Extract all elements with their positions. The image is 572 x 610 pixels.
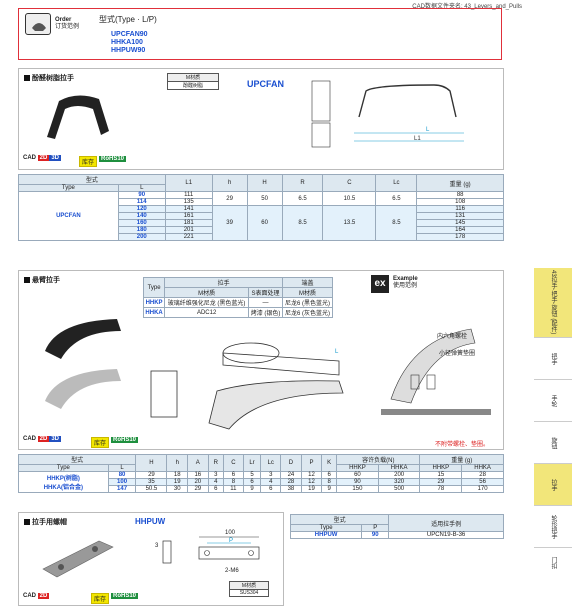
dim-3: 3 <box>155 543 159 549</box>
upcfan-material-box: M材质酚醛树脂 <box>167 73 219 90</box>
hhpuw-rohs-badge: RoHS10 <box>111 593 139 599</box>
sidebar-item-knob[interactable]: 旋钮 <box>534 422 572 464</box>
hhk-type-cell: HHKP(树脂)HHKA(铝合金) <box>18 471 109 493</box>
hhk-drawing: L <box>150 342 344 430</box>
example-icon: ex <box>371 275 389 293</box>
upcfan-drawing: L L1 <box>311 80 464 148</box>
hhk-rohs-badge: RoHS10 <box>111 437 139 443</box>
order-type-label: 型式(Type · L/P) <box>99 15 157 24</box>
dim-m6: 2-M6 <box>225 568 239 574</box>
svg-text:L1: L1 <box>414 136 421 142</box>
sidebar-item-crank[interactable]: 轮形把手 <box>534 506 572 548</box>
hhk-title: 悬臂拉手 <box>24 275 60 285</box>
hhpuw-photo <box>42 540 114 578</box>
hhpuw-cad-badge: CAD 2D <box>23 593 50 599</box>
hhk-photo <box>45 319 121 409</box>
phone-icon <box>25 13 51 35</box>
upcfan-title: 酚醛树脂拉手 <box>24 73 74 83</box>
hhpuw-drawing <box>162 536 260 564</box>
bolt-annotation: 内六角螺栓 <box>437 334 468 340</box>
hhpuw-title: 拉手用螺帽 <box>24 517 67 527</box>
svg-text:L: L <box>335 349 339 355</box>
upcfan-stock-badge: 库存 <box>79 156 98 167</box>
sidebar-item-handwheel[interactable]: 手轮 <box>534 380 572 422</box>
hhk-stock-badge: 库存 <box>91 437 110 448</box>
upcfan-photo <box>47 95 109 139</box>
washer-annotation: 小径弹簧垫圈 <box>439 351 476 357</box>
hhpuw-code: HHPUW <box>135 517 166 526</box>
sidebar-item-latch[interactable]: 门扣 <box>550 557 556 569</box>
upcfan-code: UPCFAN <box>247 79 285 89</box>
sidebar: 43拉手·把手·旋钮 (配件) 把手 手轮 旋钮 拉手 轮形把手 门扣 <box>534 268 572 578</box>
hhpuw-stock-badge: 库存 <box>91 593 110 604</box>
sidebar-item-category[interactable]: 43拉手·把手·旋钮 (配件) <box>534 268 572 338</box>
example-drawing <box>381 328 491 415</box>
upcfan-rohs-badge: RoHS10 <box>99 156 127 162</box>
dim-p: P <box>229 538 234 544</box>
sidebar-item-grip[interactable]: 把手 <box>534 338 572 380</box>
svg-text:L: L <box>426 127 430 133</box>
upcfan-type-cell: UPCFAN <box>18 191 119 241</box>
dim-100: 100 <box>225 530 236 536</box>
sidebar-item-pull[interactable]: 拉手 <box>534 464 572 506</box>
cad-folder-label: CAD数据文件夹名: 43_Levers_and_Pulls <box>412 4 522 10</box>
not-included-note: 不附带螺栓、垫圈。 <box>435 442 490 448</box>
